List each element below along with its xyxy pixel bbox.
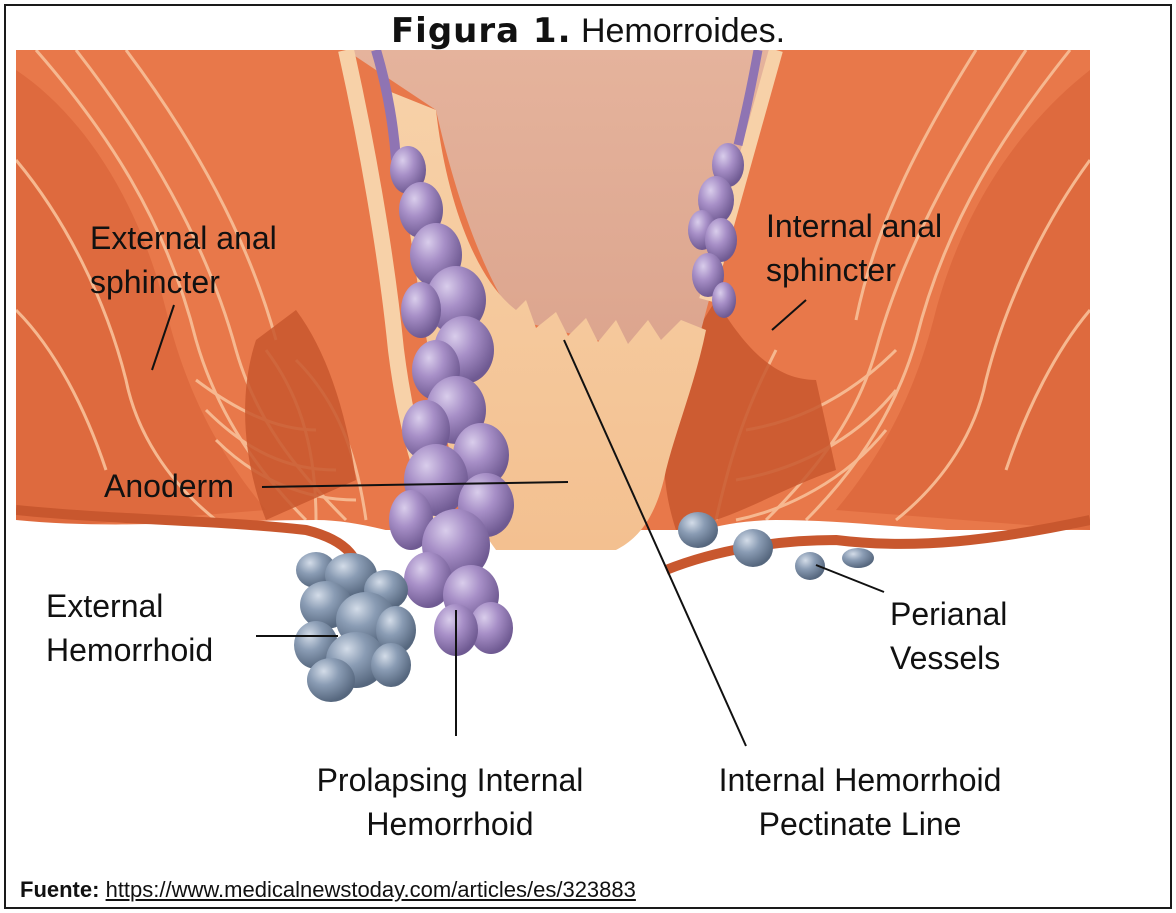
label-line: sphincter	[90, 260, 277, 304]
external-hemorrhoid	[294, 552, 416, 702]
label-line: Vessels	[890, 636, 1007, 680]
label-line: Prolapsing Internal	[280, 758, 620, 802]
label-line: External anal	[90, 216, 277, 260]
label-internal-hemorrhoid-pectinate-line: Internal Hemorrhoid Pectinate Line	[680, 758, 1040, 846]
label-line: Hemorrhoid	[46, 628, 213, 672]
label-internal-anal-sphincter: Internal anal sphincter	[766, 204, 942, 292]
label-line: External	[46, 584, 213, 628]
label-line: Internal Hemorrhoid	[680, 758, 1040, 802]
source-label: Fuente:	[20, 877, 99, 902]
hemorrhoid-anatomy-illustration	[16, 50, 1090, 870]
source-note: Fuente: https://www.medicalnewstoday.com…	[20, 877, 636, 903]
label-external-hemorrhoid: External Hemorrhoid	[46, 584, 213, 672]
label-line: sphincter	[766, 248, 942, 292]
label-line: Hemorrhoid	[280, 802, 620, 846]
figure-title: Figura 1. Hemorroides.	[0, 14, 1176, 48]
label-anoderm: Anoderm	[104, 464, 234, 508]
label-prolapsing-internal-hemorrhoid: Prolapsing Internal Hemorrhoid	[280, 758, 620, 846]
label-line: Perianal	[890, 592, 1007, 636]
label-perianal-vessels: Perianal Vessels	[890, 592, 1007, 680]
figure-caption: Hemorroides.	[581, 12, 785, 50]
label-line: Pectinate Line	[680, 802, 1040, 846]
figure-number: Figura 1.	[391, 11, 572, 51]
label-line: Internal anal	[766, 204, 942, 248]
source-link[interactable]: https://www.medicalnewstoday.com/article…	[106, 877, 636, 902]
label-external-anal-sphincter: External anal sphincter	[90, 216, 277, 304]
